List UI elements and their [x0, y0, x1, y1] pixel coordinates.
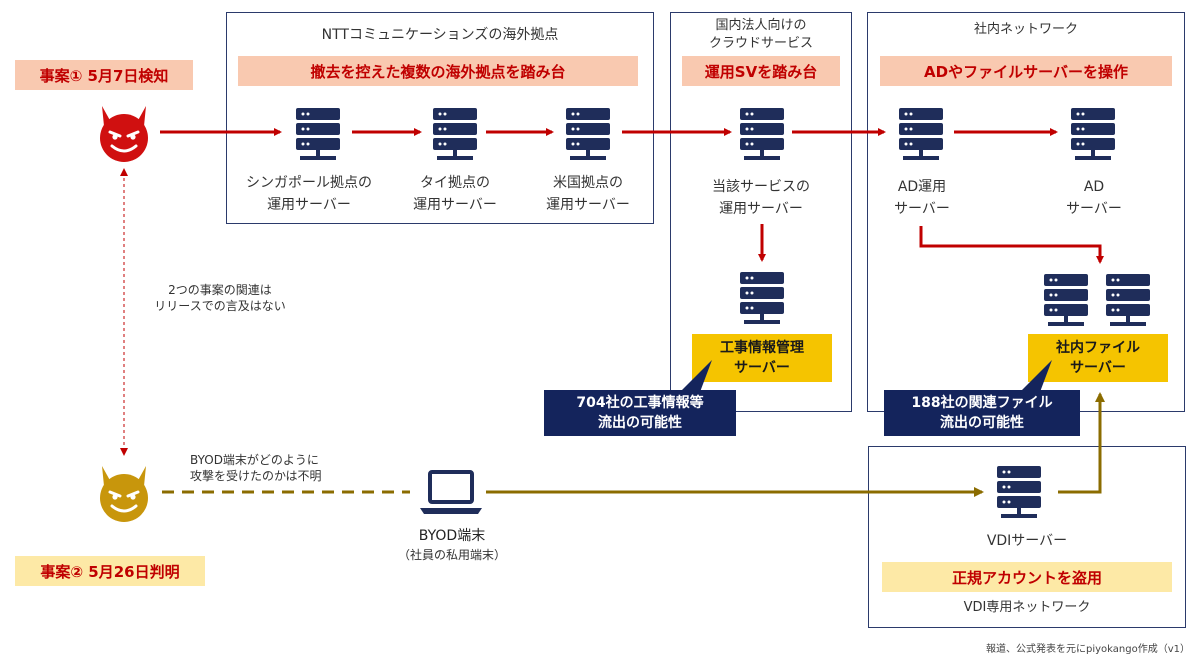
- target-label-line1: 工事情報管理: [720, 340, 804, 356]
- overseas-band: 撤去を控えた複数の海外拠点を踏み台: [238, 56, 638, 86]
- server-icon: [1071, 108, 1115, 162]
- byod-label-line1: BYOD端末: [418, 528, 486, 544]
- relation-note-line2: リリースでの言及はない: [154, 299, 286, 313]
- internal-group-title: 社内ネットワーク: [973, 22, 1078, 37]
- server-icon: [1044, 274, 1088, 328]
- server-label-line2: 運用サーバー: [546, 197, 630, 213]
- target-label-line2: サーバー: [1070, 360, 1126, 376]
- domestic-group-title-line2: クラウドサービス: [708, 36, 813, 51]
- target-label-line1: 社内ファイル: [1056, 340, 1140, 356]
- overseas-group-title: NTTコミュニケーションズの海外拠点: [321, 27, 559, 43]
- vdi-band: 正規アカウントを盗用: [882, 562, 1172, 592]
- credit-text: 報道、公式発表を元にpiyokango作成（v1）: [986, 644, 1190, 655]
- internal-file-server-box: 社内ファイル サーバー: [1028, 334, 1168, 382]
- server-label-line2: 運用サーバー: [267, 197, 351, 213]
- server-label-line2: サーバー: [894, 201, 950, 217]
- server-icon: [296, 108, 340, 162]
- server-label-singapore: シンガポール拠点の 運用サーバー: [226, 172, 392, 216]
- server-label-domestic-ops: 当該サービスの 運用サーバー: [670, 176, 852, 220]
- server-label-usa: 米国拠点の 運用サーバー: [522, 172, 654, 216]
- server-label-line1: AD運用: [897, 179, 947, 195]
- callout-line1: 188社の関連ファイル: [911, 395, 1053, 411]
- domestic-band: 運用SVを踏み台: [682, 56, 840, 86]
- internal-band: ADやファイルサーバーを操作: [880, 56, 1172, 86]
- byod-label: BYOD端末 （社員の私用端末）: [372, 526, 532, 564]
- server-label-line1: AD: [1083, 179, 1105, 195]
- server-icon: [433, 108, 477, 162]
- red-arrow-path: [160, 128, 1104, 264]
- byod-attack-note-line2: 攻撃を受けたのかは不明: [190, 469, 322, 483]
- server-icon: [566, 108, 610, 162]
- vdi-network-footer: VDI専用ネットワーク: [963, 600, 1091, 615]
- vdi-server-label: VDIサーバー: [986, 533, 1068, 549]
- server-label-line1: 当該サービスの: [712, 179, 810, 195]
- server-icon: [997, 466, 1041, 520]
- callout-line2: 流出の可能性: [940, 415, 1024, 431]
- server-icon: [899, 108, 943, 162]
- server-icon: [740, 272, 784, 326]
- file-leak-callout: 188社の関連ファイル 流出の可能性: [884, 390, 1080, 436]
- server-icon: [740, 108, 784, 162]
- callout-line2: 流出の可能性: [598, 415, 682, 431]
- callout-line1: 704社の工事情報等: [576, 395, 704, 411]
- server-label-ad-ops: AD運用 サーバー: [872, 176, 972, 220]
- incident-1-label: 事案① 5月7日検知: [15, 60, 193, 90]
- construction-info-server-box: 工事情報管理 サーバー: [692, 334, 832, 382]
- incident-2-label: 事案② 5月26日判明: [15, 556, 205, 586]
- construction-leak-callout: 704社の工事情報等 流出の可能性: [544, 390, 736, 436]
- laptop-icon: [418, 470, 484, 516]
- relation-note: 2つの事案の関連は リリースでの言及はない: [110, 282, 330, 314]
- server-label-line2: 運用サーバー: [719, 201, 803, 217]
- gold-arrow-path: [162, 392, 1105, 497]
- domestic-group-title-line1: 国内法人向けの: [715, 18, 807, 33]
- byod-label-line2: （社員の私用端末）: [397, 548, 506, 562]
- devil-attacker-icon: [94, 102, 154, 164]
- byod-attack-note: BYOD端末がどのように 攻撃を受けたのかは不明: [190, 452, 360, 484]
- server-label-line1: タイ拠点の: [420, 175, 490, 191]
- server-label-line2: 運用サーバー: [413, 197, 497, 213]
- server-label-ad: AD サーバー: [1044, 176, 1144, 220]
- server-label-thailand: タイ拠点の 運用サーバー: [392, 172, 518, 216]
- byod-attack-note-line1: BYOD端末がどのように: [190, 453, 319, 467]
- server-label-line2: サーバー: [1066, 201, 1122, 217]
- devil-attacker-icon: [94, 462, 154, 524]
- server-label-line1: シンガポール拠点の: [246, 175, 372, 191]
- relation-note-line1: 2つの事案の関連は: [168, 283, 272, 297]
- server-label-line1: 米国拠点の: [553, 175, 623, 191]
- server-icon: [1106, 274, 1150, 328]
- target-label-line2: サーバー: [734, 360, 790, 376]
